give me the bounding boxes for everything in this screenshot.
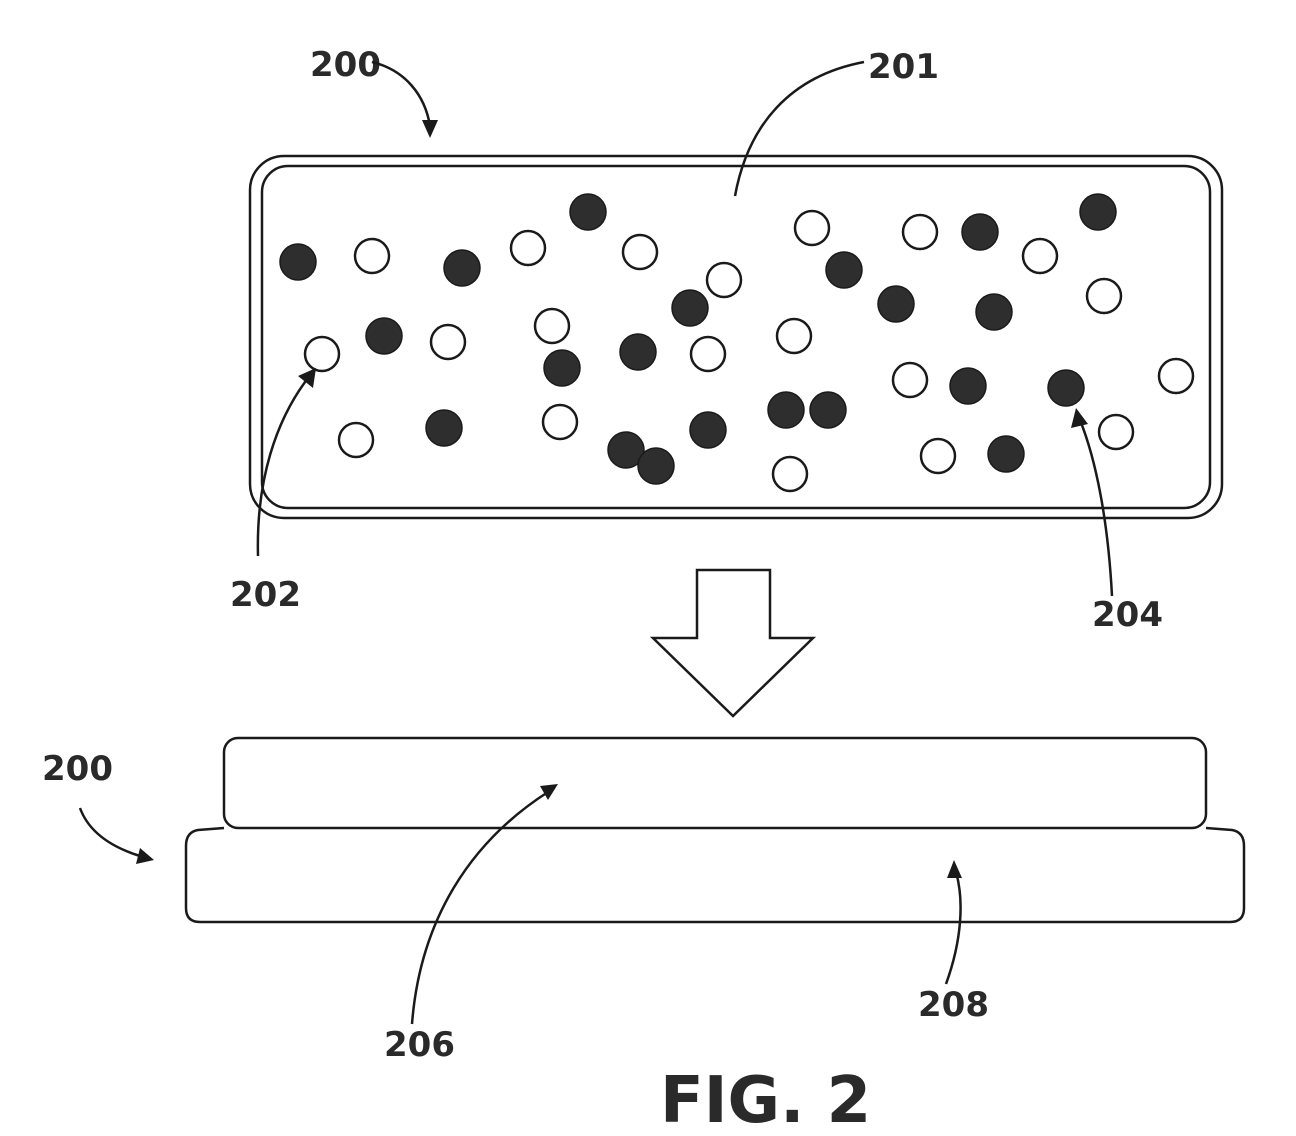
- open-particle: [795, 211, 829, 245]
- open-particle: [431, 325, 465, 359]
- filled-particle: [826, 252, 862, 288]
- figure-caption: FIG. 2: [660, 1064, 871, 1136]
- filled-particle: [570, 194, 606, 230]
- filled-particle: [690, 412, 726, 448]
- container-inner-wall: [262, 166, 1210, 508]
- open-particle: [623, 235, 657, 269]
- filled-particle: [672, 290, 708, 326]
- filled-particle: [544, 350, 580, 386]
- filled-particle: [620, 334, 656, 370]
- filled-particle: [878, 286, 914, 322]
- leader-208-arrowhead: [947, 860, 962, 878]
- filled-particle: [810, 392, 846, 428]
- leader-204-arrowhead: [1071, 408, 1088, 428]
- filled-particle: [988, 436, 1024, 472]
- open-particle: [777, 319, 811, 353]
- open-particle: [1023, 239, 1057, 273]
- filled-particle: [962, 214, 998, 250]
- leader-201: [735, 62, 864, 196]
- ref-label-200-bottom: 200: [42, 749, 113, 789]
- leader-200-bottom-arrowhead: [136, 848, 154, 864]
- filled-particle: [950, 368, 986, 404]
- open-particle: [691, 337, 725, 371]
- leader-202-arrowhead: [298, 368, 316, 388]
- open-particle: [1159, 359, 1193, 393]
- filled-particle: [444, 250, 480, 286]
- leader-208: [946, 872, 961, 984]
- process-arrow: [653, 570, 813, 716]
- open-particles: [305, 211, 1193, 491]
- filled-particle: [1080, 194, 1116, 230]
- leader-202: [258, 378, 308, 556]
- filled-particle: [638, 448, 674, 484]
- leader-200-top-arrowhead: [422, 120, 438, 138]
- open-particle: [903, 215, 937, 249]
- filled-particle: [426, 410, 462, 446]
- filled-particle: [768, 392, 804, 428]
- open-particle: [511, 231, 545, 265]
- filled-particle: [976, 294, 1012, 330]
- leader-200-bottom: [80, 808, 140, 856]
- layer-208: [186, 828, 1244, 922]
- filled-particle: [280, 244, 316, 280]
- layered-structure: [186, 738, 1244, 922]
- open-particle: [893, 363, 927, 397]
- open-particle: [543, 405, 577, 439]
- open-particle: [535, 309, 569, 343]
- ref-label-204: 204: [1092, 595, 1163, 635]
- open-particle: [305, 337, 339, 371]
- open-particle: [707, 263, 741, 297]
- open-particle: [339, 423, 373, 457]
- ref-label-200-top: 200: [310, 45, 381, 85]
- open-particle: [773, 457, 807, 491]
- ref-label-202: 202: [230, 575, 301, 615]
- ref-label-206: 206: [384, 1025, 455, 1065]
- ref-label-201: 201: [868, 47, 939, 87]
- open-particle: [1087, 279, 1121, 313]
- filled-particle: [1048, 370, 1084, 406]
- open-particle: [921, 439, 955, 473]
- filled-particle: [366, 318, 402, 354]
- layer-206: [224, 738, 1206, 828]
- open-particle: [1099, 415, 1133, 449]
- ref-label-208: 208: [918, 985, 989, 1025]
- open-particle: [355, 239, 389, 273]
